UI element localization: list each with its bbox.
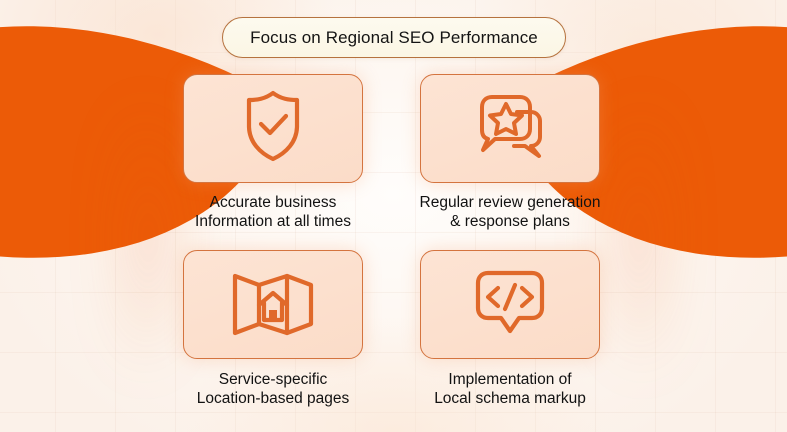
caption-line-1: Service-specific	[218, 371, 328, 388]
card-caption-3: Service-specific Location-based pages	[197, 370, 350, 408]
caption-line-1: Implementation of	[448, 371, 572, 388]
card-accurate-business-information[interactable]	[183, 74, 363, 183]
card-service-specific-location-pages[interactable]	[183, 250, 363, 359]
card-caption-4: Implementation of Local schema markup	[434, 370, 586, 408]
caption-line-2: & response plans	[450, 213, 570, 230]
card-regular-review-generation[interactable]	[420, 74, 600, 183]
card-caption-1: Accurate business Information at all tim…	[195, 193, 351, 231]
card-local-schema-markup[interactable]	[420, 250, 600, 359]
page-title-pill: Focus on Regional SEO Performance	[222, 17, 566, 58]
caption-line-1: Regular review generation	[419, 194, 601, 211]
caption-line-2: Local schema markup	[434, 390, 586, 407]
card-caption-2: Regular review generation & response pla…	[420, 193, 601, 231]
shield-check-icon	[238, 88, 308, 169]
caption-line-2: Location-based pages	[196, 390, 350, 407]
page-title: Focus on Regional SEO Performance	[250, 27, 538, 47]
chat-bubbles-star-icon	[469, 88, 551, 169]
caption-line-2: Information at all times	[195, 213, 351, 230]
caption-line-1: Accurate business	[209, 194, 337, 211]
map-house-icon	[230, 265, 316, 344]
code-bubble-icon	[469, 266, 551, 343]
